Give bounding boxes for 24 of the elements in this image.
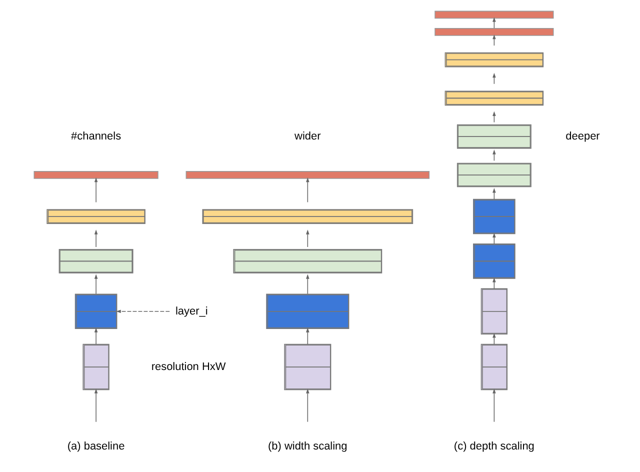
arrow: [306, 230, 310, 248]
node-bar: [434, 10, 554, 19]
arrow: [306, 177, 310, 203]
node-bar: [34, 171, 158, 179]
node-text: layer_i: [176, 305, 208, 318]
label: #channels: [71, 130, 122, 142]
arrow: [94, 274, 98, 294]
label: (a) baseline: [67, 440, 125, 453]
arrow: [306, 328, 310, 345]
label: (b) width scaling: [268, 440, 348, 453]
label: resolution HxW: [151, 360, 226, 373]
arrow: [306, 388, 310, 422]
node-bar: [186, 171, 430, 179]
arrow: [94, 177, 98, 203]
label: wider: [294, 130, 321, 142]
arrow: [306, 274, 310, 294]
arrow: [94, 388, 98, 422]
arrow: [492, 388, 496, 422]
node-bar: [434, 28, 554, 36]
label: deeper: [566, 130, 600, 142]
label: (c) depth scaling: [454, 440, 534, 453]
arrow: [116, 310, 170, 313]
arrow: [94, 328, 98, 345]
arrow: [94, 230, 98, 248]
